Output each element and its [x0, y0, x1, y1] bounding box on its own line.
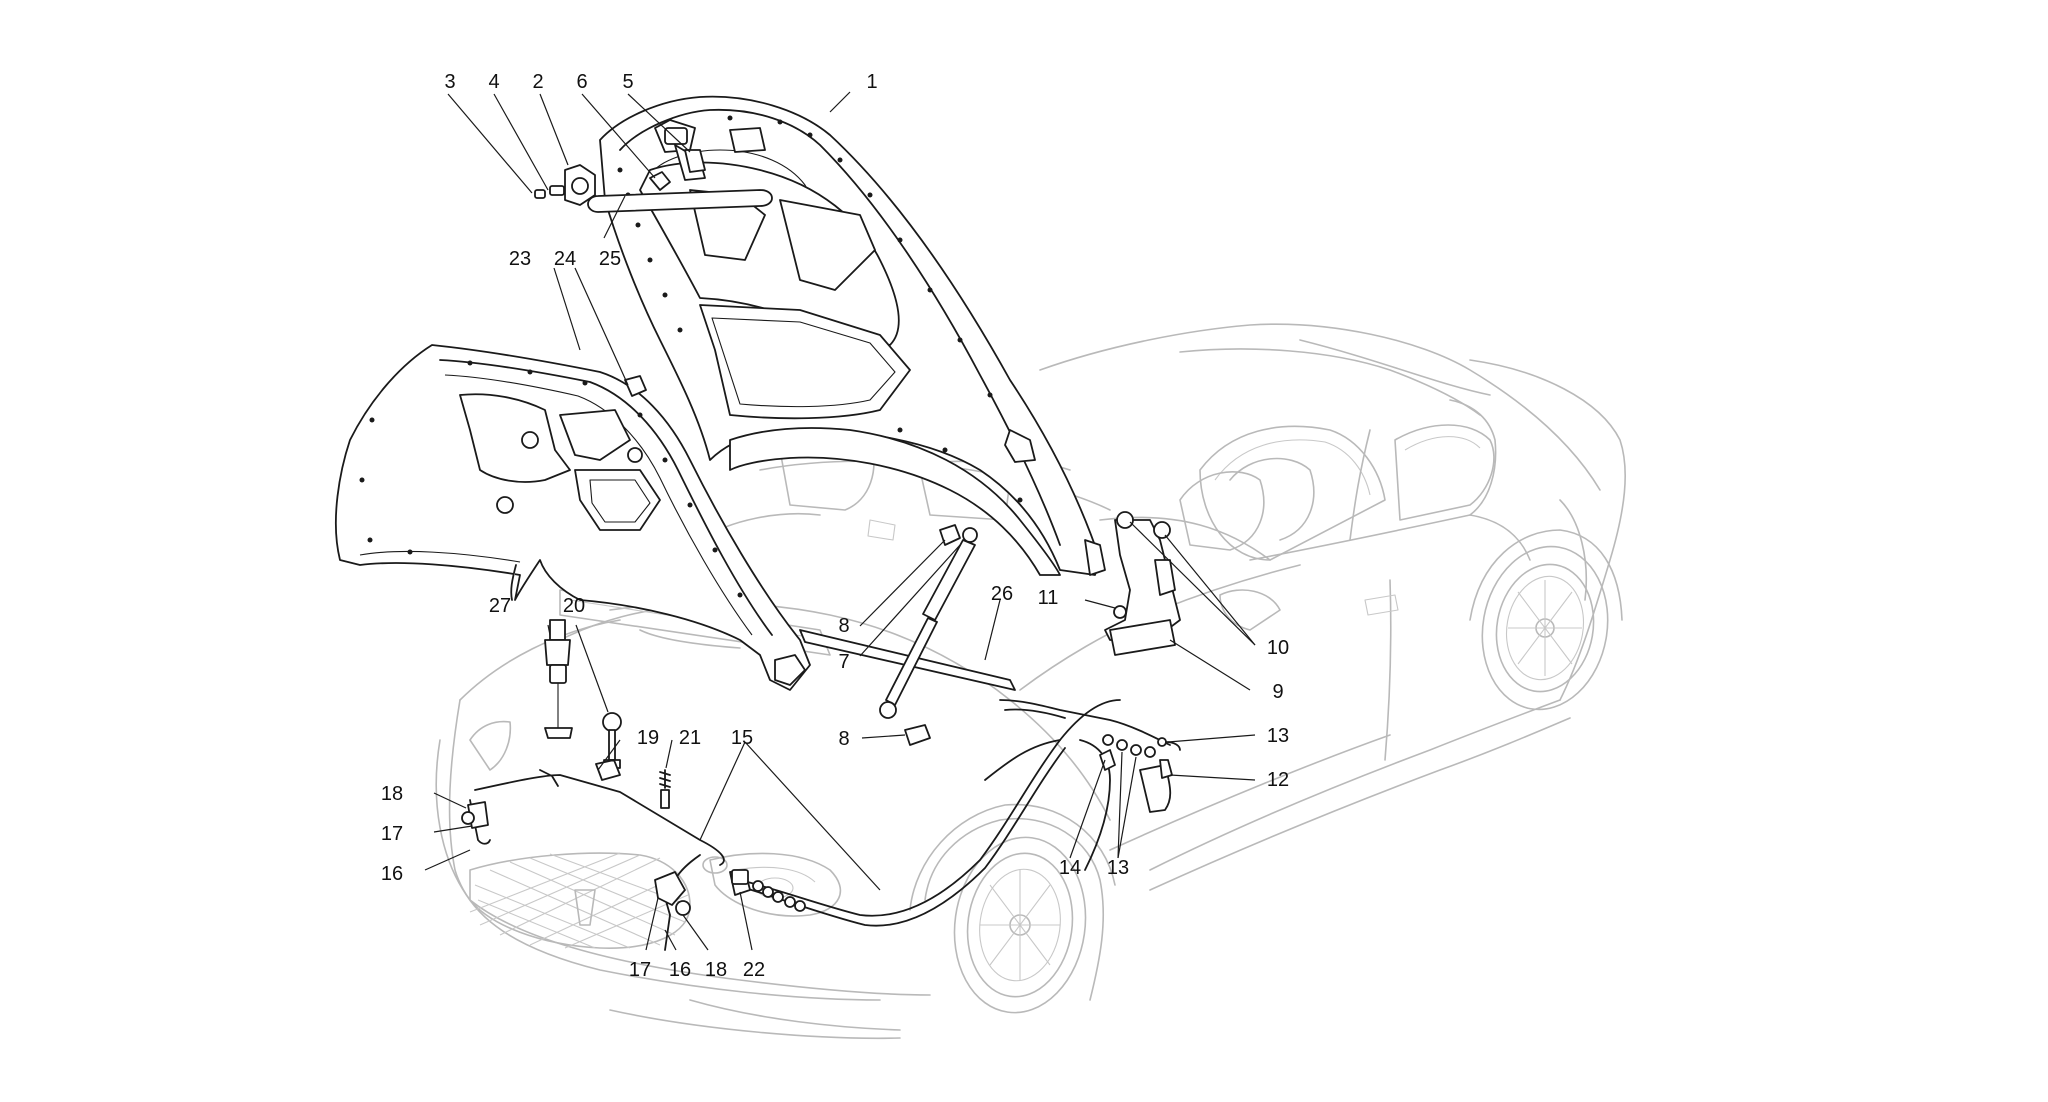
callout-8a: 8 [838, 615, 849, 637]
callout-27: 27 [489, 595, 511, 617]
callout-17b: 17 [629, 959, 651, 981]
hood-insulation-pad [335, 344, 811, 691]
callout-10: 10 [1267, 637, 1289, 659]
callout-24: 24 [554, 248, 576, 270]
callout-15: 15 [731, 727, 753, 749]
hood-bump-stop [544, 619, 573, 739]
latch-spring [659, 769, 671, 809]
hood-seal-strip [587, 189, 773, 213]
callout-18a: 18 [381, 783, 403, 805]
callout-11: 11 [1038, 587, 1059, 609]
hood-gas-strut [879, 524, 978, 746]
hood-release-cable [469, 699, 1171, 951]
callout-4: 4 [488, 71, 499, 93]
callout-26: 26 [991, 583, 1013, 605]
callout-16a: 16 [381, 863, 403, 885]
cable-fittings [731, 869, 806, 912]
callout-8b: 8 [838, 728, 849, 750]
callout-3: 3 [444, 71, 455, 93]
callout-25: 25 [599, 248, 621, 270]
callout-20: 20 [563, 595, 585, 617]
callout-labels: 1 3 4 2 6 5 25 23 24 27 20 19 21 15 18 1… [381, 71, 1289, 981]
callout-13a: 13 [1267, 725, 1289, 747]
hood-release-lever [1099, 734, 1181, 813]
callout-14: 14 [1059, 857, 1081, 879]
callout-23: 23 [509, 248, 531, 270]
callout-12: 12 [1267, 769, 1289, 791]
callout-17a: 17 [381, 823, 403, 845]
callout-7: 7 [838, 651, 849, 673]
hood-hinge [1104, 511, 1181, 656]
callout-21: 21 [679, 727, 701, 749]
hood-pad-clip [624, 375, 647, 397]
callout-9: 9 [1272, 681, 1283, 703]
callout-22: 22 [743, 959, 765, 981]
hood-panel [599, 95, 1106, 576]
callout-19: 19 [637, 727, 659, 749]
callout-6: 6 [576, 71, 587, 93]
callout-1: 1 [866, 71, 877, 93]
callout-5: 5 [622, 71, 633, 93]
leader-lines [424, 91, 1256, 951]
callout-16b: 16 [669, 959, 691, 981]
hood-latch-striker [534, 164, 596, 206]
hood-latch-bracket [649, 149, 706, 191]
callout-13b: 13 [1107, 857, 1129, 879]
callout-18b: 18 [705, 959, 727, 981]
callout-2: 2 [532, 71, 543, 93]
